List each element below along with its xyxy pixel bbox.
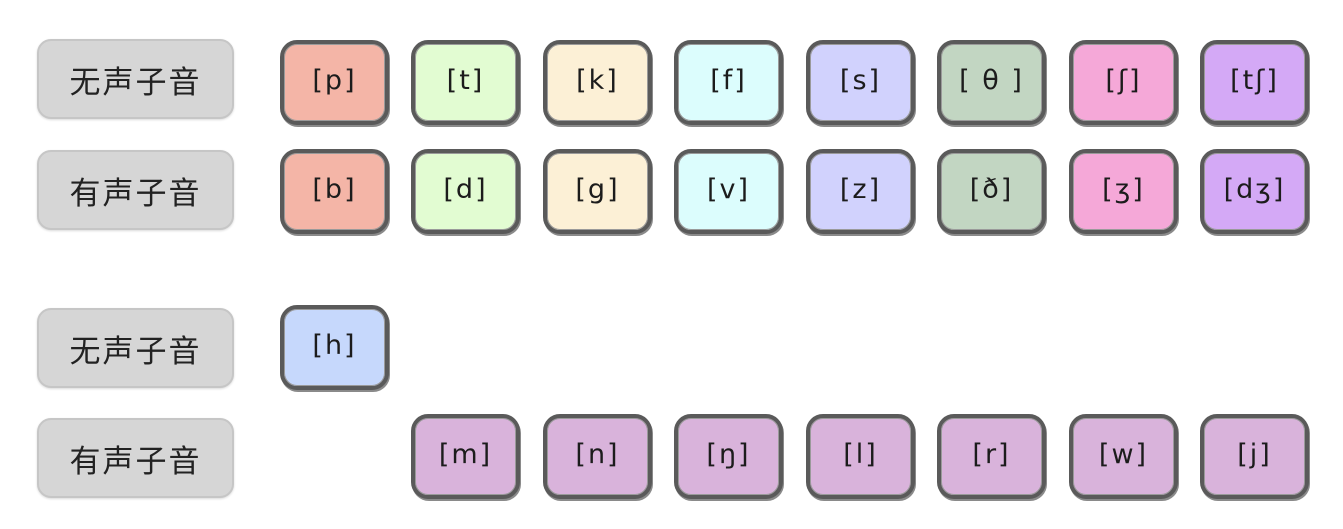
row-label-voiceless: 无声子音 bbox=[37, 308, 234, 388]
phoneme-key-r[interactable]: [r] bbox=[937, 414, 1046, 499]
phoneme-key-eng[interactable]: [ŋ] bbox=[674, 414, 783, 499]
phoneme-key-f[interactable]: [f] bbox=[674, 40, 783, 125]
row-label-voiced: 有声子音 bbox=[37, 418, 234, 498]
phoneme-key-s[interactable]: [s] bbox=[806, 40, 915, 125]
phoneme-key-h[interactable]: [h] bbox=[280, 305, 389, 390]
phoneme-key-v[interactable]: [v] bbox=[674, 149, 783, 234]
phoneme-key-dezh[interactable]: [dʒ] bbox=[1200, 149, 1309, 234]
phoneme-key-w[interactable]: [w] bbox=[1069, 414, 1178, 499]
phoneme-key-l[interactable]: [l] bbox=[806, 414, 915, 499]
phoneme-key-n[interactable]: [n] bbox=[543, 414, 652, 499]
phoneme-key-eth[interactable]: [ð] bbox=[937, 149, 1046, 234]
row-label-voiced: 有声子音 bbox=[37, 150, 234, 230]
phoneme-key-m[interactable]: [m] bbox=[411, 414, 520, 499]
phoneme-key-ezh[interactable]: [ʒ] bbox=[1069, 149, 1178, 234]
phoneme-key-b[interactable]: [b] bbox=[280, 149, 389, 234]
phoneme-key-k[interactable]: [k] bbox=[543, 40, 652, 125]
phoneme-key-tesh[interactable]: [tʃ] bbox=[1200, 40, 1309, 125]
phoneme-key-j[interactable]: [j] bbox=[1200, 414, 1309, 499]
phoneme-key-z[interactable]: [z] bbox=[806, 149, 915, 234]
phoneme-key-theta[interactable]: [ θ ] bbox=[937, 40, 1046, 125]
phoneme-key-d[interactable]: [d] bbox=[411, 149, 520, 234]
phoneme-key-p[interactable]: [p] bbox=[280, 40, 389, 125]
phoneme-key-g[interactable]: [g] bbox=[543, 149, 652, 234]
phoneme-key-t[interactable]: [t] bbox=[411, 40, 520, 125]
row-label-voiceless: 无声子音 bbox=[37, 39, 234, 119]
phoneme-key-esh[interactable]: [ʃ] bbox=[1069, 40, 1178, 125]
